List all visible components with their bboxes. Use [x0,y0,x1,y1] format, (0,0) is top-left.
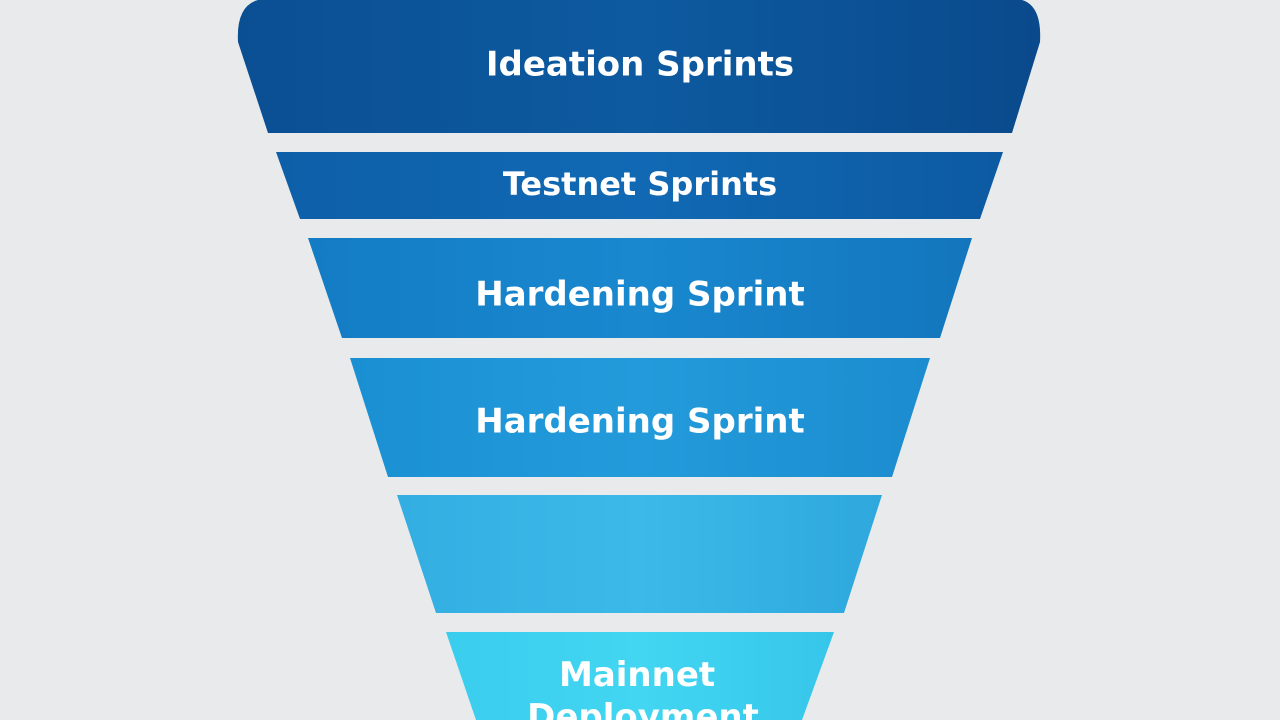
funnel-stage-3-shape [308,238,972,338]
funnel-stage-6-shape [446,632,834,720]
funnel-stage-6-label: Mainnet Deployment [527,655,759,720]
funnel-stage-3: Hardening Sprint [308,238,972,338]
funnel-stage-5-shape [397,495,882,613]
funnel-stage-2-shape [276,152,1003,219]
funnel-stage-1: Ideation Sprints [237,0,1041,133]
funnel-stage-6-label-line1: Mainnet [559,655,715,695]
funnel-stage-4-label: Hardening Sprint [475,402,805,442]
funnel-stage-4: Hardening Sprint [350,358,930,477]
funnel-stage-6: Mainnet Deployment [446,632,834,720]
funnel-stage-1-shape [237,0,1041,133]
funnel-stage-2: Testnet Sprints [276,152,1003,219]
funnel-stage-4-shape [350,358,930,477]
funnel-stage-3-label: Hardening Sprint [475,275,805,315]
funnel-stage-6-label-line2: Deployment [527,697,759,720]
funnel-stage-2-label: Testnet Sprints [503,165,777,203]
funnel-stage-1-label: Ideation Sprints [486,45,794,85]
funnel-stage-5 [397,495,882,613]
